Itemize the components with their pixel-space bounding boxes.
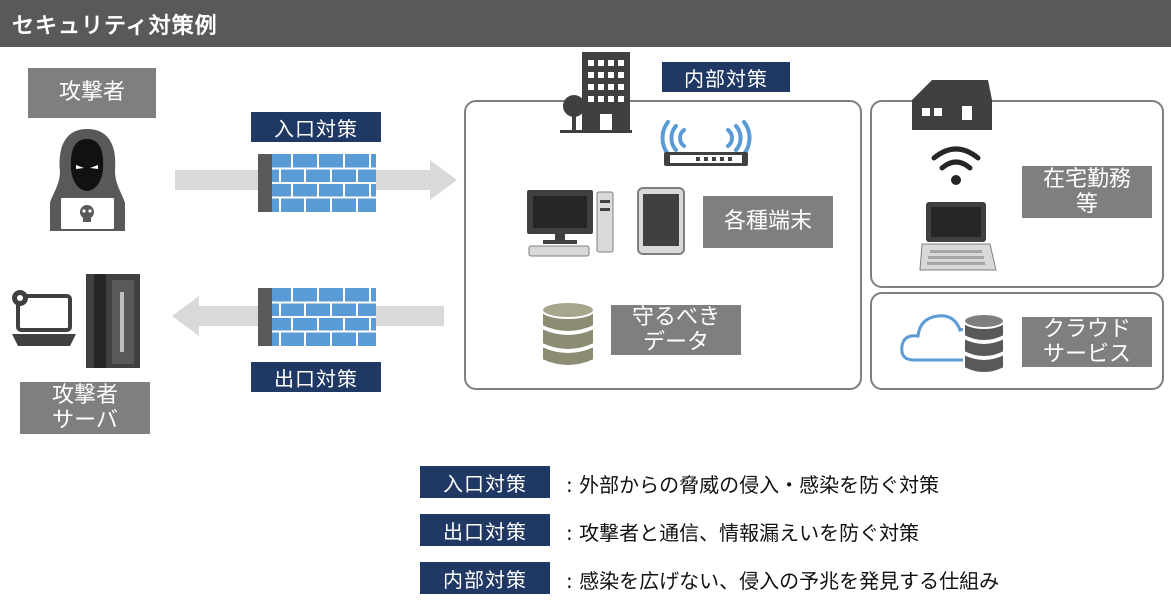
legend-text-exit: : 攻撃者と通信、情報漏えいを防ぐ対策 [566, 521, 920, 545]
attacker-server-label-line2: サーバ [52, 408, 118, 433]
cloud-icon [900, 313, 1005, 374]
protected-data-label-line1: 守るべき [631, 304, 720, 330]
legend-text-entry: : 外部からの脅威の侵入・感染を防ぐ対策 [566, 473, 940, 497]
tablet-icon [637, 187, 685, 255]
telework-label-line2: 等 [1075, 192, 1098, 217]
devices-label: 各種端末 [703, 196, 833, 248]
cloud-service-label-line1: クラウド [1042, 316, 1131, 342]
wifi-router-icon [660, 120, 752, 166]
firewall-icon [258, 154, 376, 212]
legend-text-internal: : 感染を広げない、侵入の予兆を発見する仕組み [566, 569, 1000, 593]
entry-measures-label: 入口対策 [251, 112, 381, 142]
hacker-icon [50, 129, 125, 231]
desktop-pc-icon [527, 190, 614, 257]
database-icon [541, 301, 595, 367]
office-building-icon [560, 52, 632, 133]
attacker-server-label: 攻撃者 サーバ [20, 382, 150, 434]
telework-label-line1: 在宅勤務 [1042, 166, 1131, 192]
legend-tag-exit: 出口対策 [420, 514, 550, 546]
protected-data-label: 守るべき データ [611, 305, 741, 355]
exit-measures-label: 出口対策 [251, 362, 381, 392]
cloud-service-label: クラウド サービス [1022, 317, 1152, 367]
cloud-service-label-line2: サービス [1042, 342, 1131, 367]
telework-label: 在宅勤務 等 [1022, 166, 1152, 218]
wifi-icon [931, 146, 981, 185]
attacker-server-label-line1: 攻撃者 [51, 382, 118, 408]
database-icon [963, 313, 1005, 374]
laptop-skull-icon [12, 290, 76, 346]
firewall-icon [258, 288, 376, 346]
internal-measures-tag: 内部対策 [662, 62, 790, 92]
protected-data-label-line2: データ [642, 330, 709, 355]
attacker-label: 攻撃者 [28, 68, 156, 118]
legend-tag-internal: 内部対策 [420, 562, 550, 594]
laptop-icon [919, 202, 997, 271]
page-title: セキュリティ対策例 [12, 14, 218, 39]
legend-tag-entry: 入口対策 [420, 466, 550, 498]
server-tower-icon [86, 274, 140, 368]
house-icon [912, 80, 992, 130]
header-bar [0, 0, 1171, 47]
